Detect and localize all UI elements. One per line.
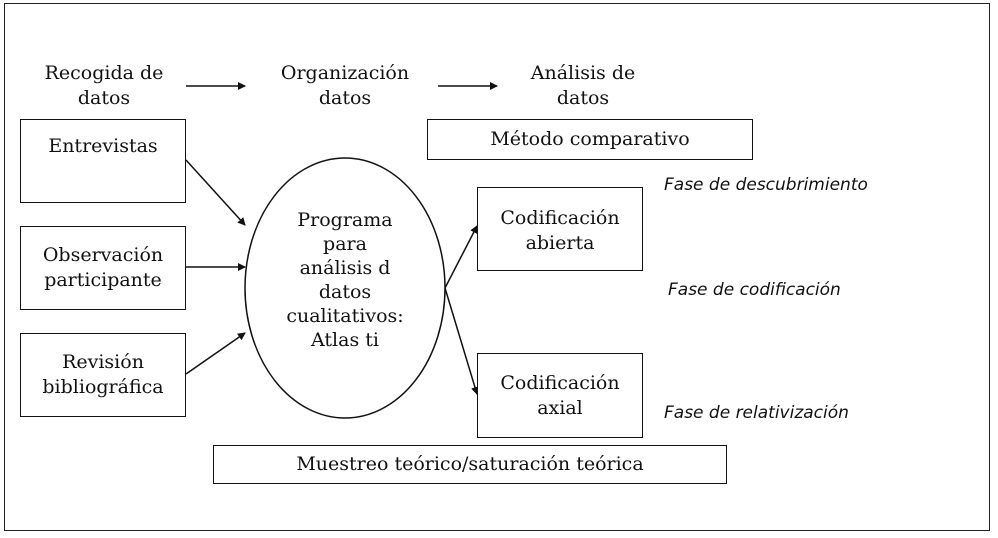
box-muestreo: Muestreo teórico/saturación teórica [213,445,727,484]
header-analisis: Análisis de datos [530,62,636,109]
box-codificacion-abierta: Codificación abierta [477,187,643,271]
box-codificacion-axial: Codificación axial [477,353,643,438]
box-entrevistas: Entrevistas [20,119,186,203]
arrow-axial [444,287,479,395]
box-observacion: Observación participante [20,226,186,310]
box-revision: Revisión bibliográfica [20,333,186,417]
box-metodo-comparativo: Método comparativo [427,119,753,160]
phase-descubrimiento: Fase de descubrimiento [664,175,868,195]
arrow-abierta [444,225,478,289]
header-organizacion: Organización datos [280,62,410,109]
header-recogida: Recogida de datos [44,62,164,109]
phase-relativizacion: Fase de relativización [664,403,849,423]
diagram-frame [4,3,990,531]
arrow-entrevistas [185,159,246,226]
center-label: Programa para análisis d datos cualitati… [286,209,404,351]
arrow-revision [185,332,246,375]
phase-codificacion: Fase de codificación [668,280,841,300]
